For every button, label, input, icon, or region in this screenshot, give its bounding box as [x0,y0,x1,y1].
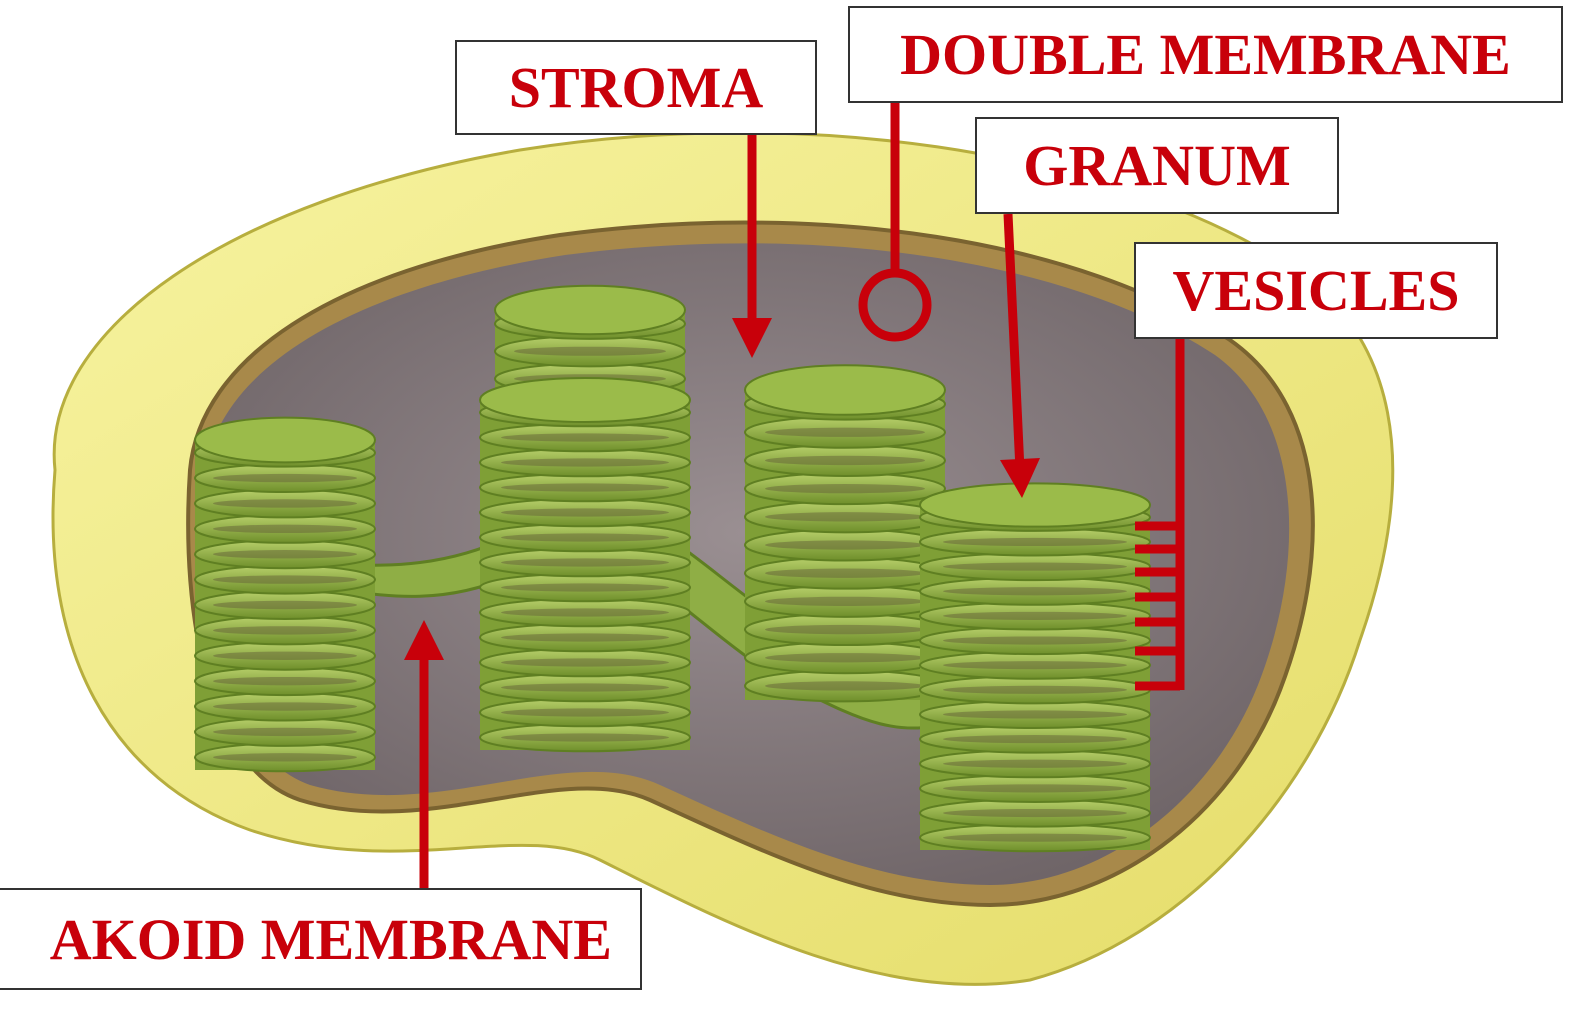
thylakoid-lumen [943,686,1127,694]
thylakoid-lumen [765,512,925,521]
granum-label: GRANUM [975,117,1339,214]
vesicles-label: VESICLES [1134,242,1498,339]
thylakoid-lumen [501,733,669,741]
thylakoid-lumen [213,626,357,634]
thylakoid-lumen [213,474,357,482]
thylakoid-lumen [943,636,1127,644]
stroma-label-text: STROMA [509,54,764,121]
thylakoid-lumen [943,784,1127,792]
thylakoid-membrane-label: AKOID MEMBRANE [0,888,642,990]
thylakoid-lumen [213,677,357,685]
double-membrane-label: DOUBLE MEMBRANE [848,6,1563,103]
thylakoid-lumen [213,575,357,583]
granum-stack-right-back [745,365,945,701]
thylakoid-lumen [943,834,1127,842]
stroma-label: STROMA [455,40,817,135]
thylakoid-lumen [213,525,357,533]
thylakoid-lumen [765,653,925,662]
thylakoid-lumen [943,760,1127,768]
thylakoid-lumen [765,456,925,465]
thylakoid-lumen [213,728,357,736]
thylakoid-lumen [213,550,357,558]
thylakoid-lumen [943,538,1127,546]
thylakoid-lumen [501,483,669,491]
thylakoid-lumen [943,809,1127,817]
thylakoid-lumen [501,433,669,441]
thylakoid-lumen [501,458,669,466]
vesicles-label-text: VESICLES [1173,257,1460,324]
thylakoid-lumen [213,652,357,660]
thylakoid-lumen [501,683,669,691]
thylakoid-lumen [943,587,1127,595]
thylakoid-lumen [213,753,357,761]
granum-stack-front-right [920,483,1150,851]
thylakoid-lumen [501,583,669,591]
thylakoid-top-disc [745,365,945,415]
thylakoid-lumen [943,661,1127,669]
thylakoid-top-disc [495,286,685,334]
thylakoid-lumen [501,633,669,641]
thylakoid-lumen [765,597,925,606]
thylakoid-lumen [213,601,357,609]
thylakoid-top-disc [920,483,1150,526]
thylakoid-lumen [943,563,1127,571]
thylakoid-lumen [765,625,925,634]
thylakoid-lumen [501,533,669,541]
thylakoid-lumen [514,347,666,356]
thylakoid-lumen [943,735,1127,743]
thylakoid-membrane-label-text: AKOID MEMBRANE [50,906,612,973]
thylakoid-lumen [765,484,925,493]
thylakoid-lumen [943,612,1127,620]
thylakoid-lumen [213,499,357,507]
thylakoid-lumen [765,569,925,578]
granum-stack-left [195,418,375,772]
thylakoid-lumen [765,681,925,690]
thylakoid-lumen [765,428,925,437]
thylakoid-lumen [765,540,925,549]
thylakoid-top-disc [195,418,375,463]
granum-label-text: GRANUM [1023,132,1290,199]
double-membrane-label-text: DOUBLE MEMBRANE [900,21,1511,88]
thylakoid-lumen [213,702,357,710]
thylakoid-lumen [501,558,669,566]
thylakoid-lumen [501,508,669,516]
thylakoid-top-disc [480,378,690,422]
thylakoid-lumen [501,608,669,616]
thylakoid-lumen [501,658,669,666]
thylakoid-lumen [501,708,669,716]
granum-stack-center [480,378,690,751]
thylakoid-lumen [943,710,1127,718]
